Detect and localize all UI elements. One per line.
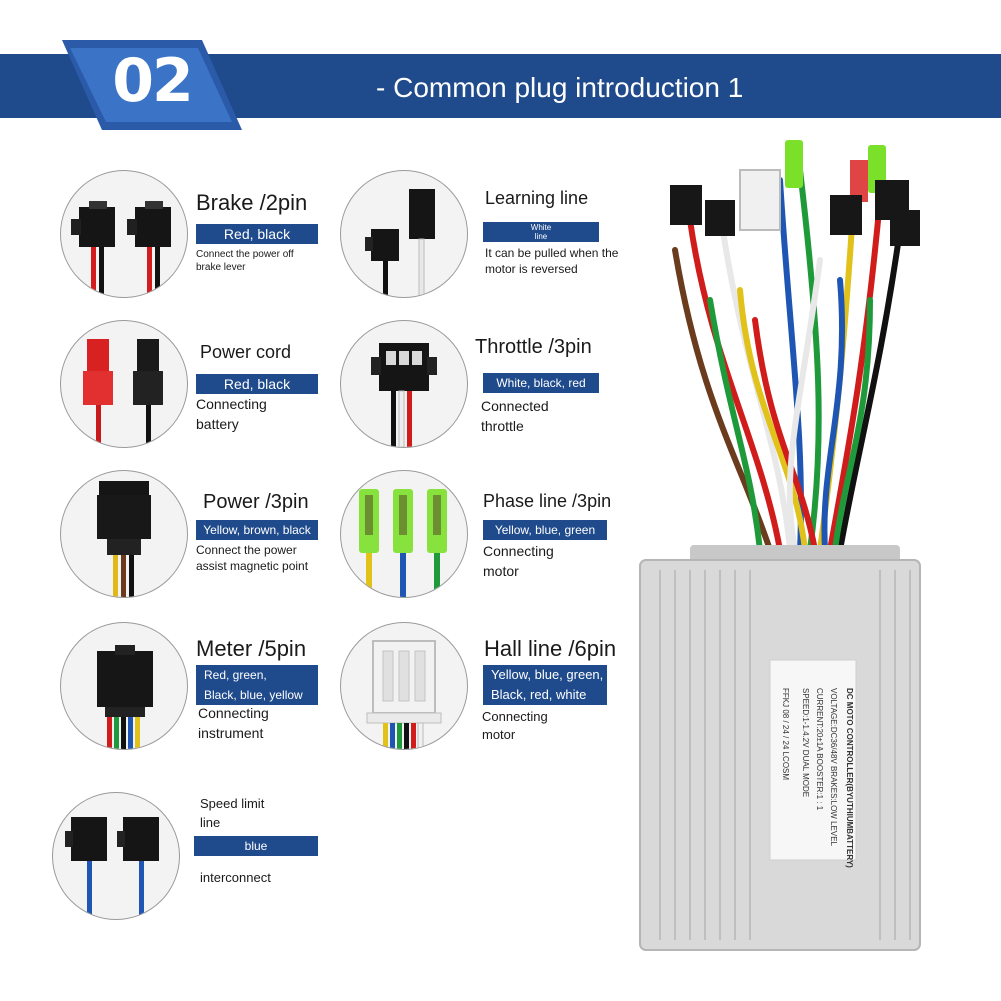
power-3pin-name: Power /3pin bbox=[203, 491, 309, 513]
meter-plug-colors: Red, green, Black, blue, yellow bbox=[196, 665, 318, 705]
section-badge: 02 bbox=[62, 40, 242, 130]
throttle-plug-name: Throttle /3pin bbox=[475, 336, 592, 358]
hall-line-name: Hall line /6pin bbox=[484, 636, 617, 661]
speed-limit-name: Speed limit line bbox=[200, 796, 265, 830]
controller-label-line3: CURRENT:20±1A BOOSTER:1 : 1 bbox=[815, 688, 824, 811]
speed-limit-image bbox=[52, 792, 180, 920]
throttle-plug-image bbox=[340, 320, 468, 448]
controller-label-line2: VOLTAGE:DC36/48V BRAKES:LOW LEVEL bbox=[829, 688, 838, 846]
phase-line-desc: Connecting motor bbox=[483, 543, 554, 579]
controller-label-line5: FFKJ 08 / 24 / 24 LCOSM bbox=[781, 688, 790, 781]
controller-label-line4: SPEED:1-1.4.2V DUAL MODE bbox=[801, 688, 810, 798]
hall-line-image bbox=[340, 622, 468, 750]
throttle-plug-desc: Connected throttle bbox=[481, 398, 549, 434]
learning-line-colors: White line bbox=[483, 222, 599, 242]
meter-plug-desc: Connecting instrument bbox=[198, 705, 269, 741]
phase-line-name: Phase line /3pin bbox=[483, 491, 612, 511]
power-3pin-desc: Connect the power assist magnetic point bbox=[196, 543, 309, 573]
power-cord-image bbox=[60, 320, 188, 448]
power-cord-desc: Connecting battery bbox=[196, 396, 267, 432]
hall-line-desc: Connecting motor bbox=[482, 709, 548, 742]
phase-line-colors: Yellow, blue, green bbox=[483, 520, 607, 540]
phase-line-image bbox=[340, 470, 468, 598]
page-title: - Common plug introduction 1 bbox=[376, 72, 744, 103]
speed-limit-desc: interconnect bbox=[200, 870, 271, 885]
learning-line-image bbox=[340, 170, 468, 298]
section-number: 02 bbox=[112, 46, 194, 116]
speed-limit-colors: blue bbox=[194, 836, 318, 856]
brake-plug-colors: Red, black bbox=[196, 224, 318, 244]
meter-plug-image bbox=[60, 622, 188, 750]
brake-plug-desc: Connect the power off brake lever bbox=[196, 249, 294, 273]
power-cord-name: Power cord bbox=[200, 342, 292, 362]
brake-plug-image bbox=[60, 170, 188, 298]
power-3pin-image bbox=[60, 470, 188, 598]
power-3pin-colors: Yellow, brown, black bbox=[196, 520, 318, 540]
brake-plug-name: Brake /2pin bbox=[196, 190, 308, 215]
meter-plug-name: Meter /5pin bbox=[196, 636, 307, 661]
controller-image: DC MOTO CONTROLLER(BYUTHIUMBATTERY) VOLT… bbox=[630, 140, 930, 960]
learning-line-name: Learning line bbox=[485, 188, 589, 208]
learning-line-desc: It can be pulled when the motor is rever… bbox=[485, 246, 619, 276]
controller-label-line1: DC MOTO CONTROLLER(BYUTHIUMBATTERY) bbox=[845, 688, 854, 868]
power-cord-colors: Red, black bbox=[196, 374, 318, 394]
throttle-plug-colors: White, black, red bbox=[483, 373, 599, 393]
hall-line-colors: Yellow, blue, green, Black, red, white bbox=[483, 665, 607, 705]
